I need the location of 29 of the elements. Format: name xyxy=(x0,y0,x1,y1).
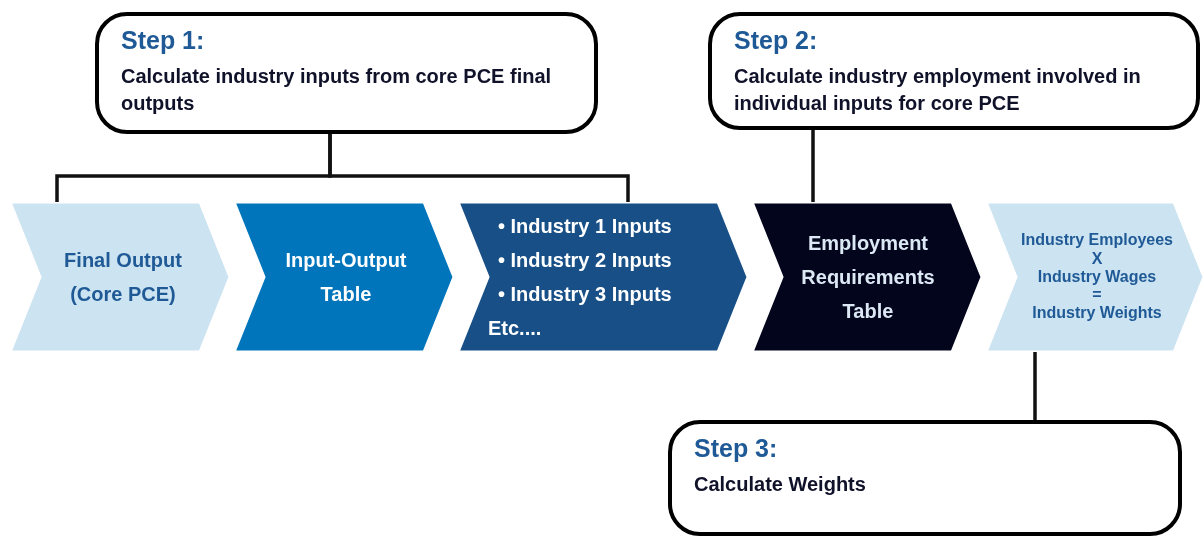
connector-line xyxy=(328,134,630,202)
step-description: Calculate industry inputs from core PCE final outputs xyxy=(121,64,553,116)
process-step-banner xyxy=(458,202,748,352)
connector-line xyxy=(1033,352,1037,420)
step-heading: Step 1: xyxy=(121,26,206,55)
step-heading: Step 3: xyxy=(694,434,779,463)
callout-box xyxy=(708,12,1200,130)
step-label: = xyxy=(1092,287,1102,304)
step-label: X xyxy=(1091,250,1103,267)
step-label: Input-Output Table xyxy=(284,248,408,307)
step-label: Industry Weights xyxy=(1032,303,1162,324)
step-heading: Step 2: xyxy=(734,26,819,55)
step-label: Industry Wages xyxy=(1037,266,1157,287)
step-description: Calculate industry employment involved in individual inputs for core PCE xyxy=(734,64,1142,116)
process-step-banner xyxy=(234,202,454,352)
callout-box xyxy=(95,12,598,134)
process-step-banner xyxy=(986,202,1204,352)
connector-line xyxy=(811,130,815,202)
bullet-item: • Industry 1 Inputs xyxy=(498,214,672,239)
step-description: Calculate Weights xyxy=(694,472,867,497)
step-label: Employment Requirements Table xyxy=(800,231,936,324)
process-step-banner xyxy=(752,202,982,352)
bullet-item: • Industry 2 Inputs xyxy=(498,248,672,273)
step-label: Industry Employees xyxy=(1020,229,1173,250)
bullet-item: • Industry 3 Inputs xyxy=(498,282,672,307)
process-step-banner xyxy=(10,202,230,352)
list-note: Etc.... xyxy=(488,316,542,341)
callout-box xyxy=(668,420,1182,536)
step-label: Final Output (Core PCE) xyxy=(63,248,183,307)
